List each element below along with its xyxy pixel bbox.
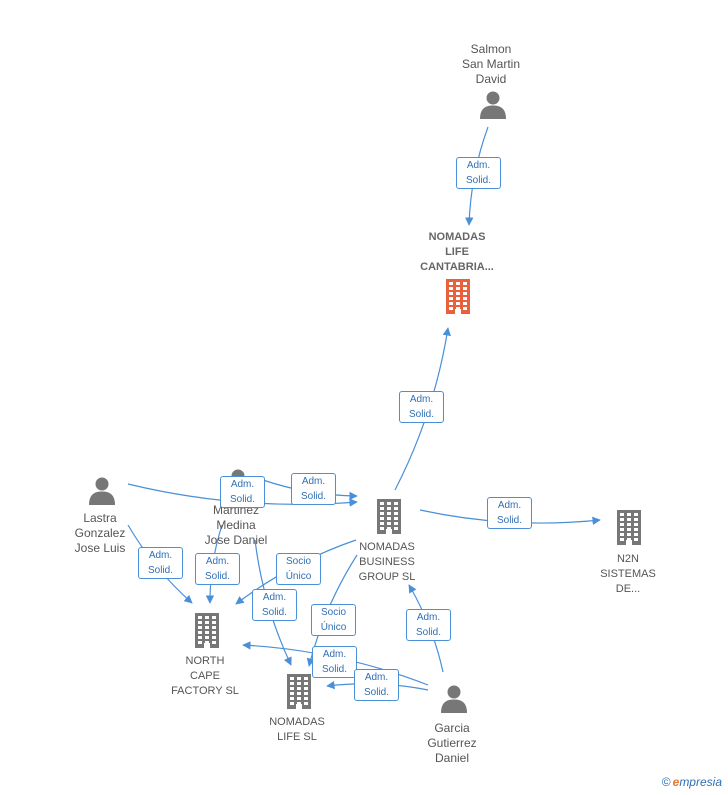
node-label-line: CANTABRIA... <box>420 261 494 273</box>
building-icon[interactable] <box>284 673 314 714</box>
edge-label: Adm. Solid. <box>406 609 451 641</box>
person-icon[interactable] <box>87 475 117 510</box>
edge-label-line: Único <box>320 622 347 633</box>
person-icon[interactable] <box>478 89 508 124</box>
edge-label: Adm. Solid. <box>487 497 532 529</box>
edge-label-line: Solid. <box>261 607 287 618</box>
edge-label-line: Solid. <box>408 409 434 420</box>
edge-label: Adm. Solid. <box>195 553 240 585</box>
node-label-line: LIFE <box>445 246 469 258</box>
node-label-line: Gonzalez <box>74 526 126 540</box>
node-label-line: Daniel <box>434 751 470 765</box>
node-label-line: San Martin <box>461 57 521 71</box>
node-label-line: Lastra <box>83 511 117 525</box>
company-name[interactable]: NOMADAS BUSINESS GROUP SL <box>359 540 416 585</box>
node-label-line: NOMADAS <box>428 231 486 243</box>
company-name[interactable]: NOMADAS LIFE SL <box>269 715 325 745</box>
building-icon[interactable] <box>192 612 222 653</box>
node-label-line: David <box>475 72 507 86</box>
edge-label-line: Adm. <box>205 556 230 567</box>
brand-initial: e <box>672 775 680 789</box>
node-label-line: GROUP SL <box>358 571 416 583</box>
company-name[interactable]: N2N SISTEMAS DE... <box>600 552 656 597</box>
edge-label-line: Adm. <box>364 672 389 683</box>
edge-label: Adm. Solid. <box>220 476 265 508</box>
node-label-line: NORTH <box>185 655 225 667</box>
footer-brand: ©empresia <box>662 775 722 789</box>
node-label-line: Jose Daniel <box>204 533 268 547</box>
edge-label-line: Único <box>285 571 312 582</box>
node-label-line: DE... <box>615 583 641 595</box>
edge-label: Adm. Solid. <box>138 547 183 579</box>
edge-label-line: Solid. <box>496 515 522 526</box>
node-label-line: SISTEMAS <box>600 568 656 580</box>
brand-name: mpresia <box>679 775 722 789</box>
edge-label-line: Solid. <box>204 571 230 582</box>
node-label-line: FACTORY SL <box>171 685 239 697</box>
building-icon[interactable] <box>614 509 644 550</box>
edge-label: Adm. Solid. <box>291 473 336 505</box>
edge-label-line: Solid. <box>465 175 491 186</box>
building-icon[interactable] <box>443 278 473 319</box>
edge-label-line: Adm. <box>466 160 491 171</box>
person-icon[interactable] <box>439 683 469 718</box>
copyright-icon: © <box>661 775 671 789</box>
edge-label: Adm. Solid. <box>312 646 357 678</box>
company-name[interactable]: NORTH CAPE FACTORY SL <box>171 654 239 699</box>
edge-label-line: Solid. <box>229 494 255 505</box>
node-label-line: Garcia <box>434 721 470 735</box>
node-label-line: Salmon <box>470 42 512 56</box>
edge-label: Adm. Solid. <box>456 157 501 189</box>
edge-label: Adm. Solid. <box>354 669 399 701</box>
edge-label-line: Solid. <box>363 687 389 698</box>
edge-lines <box>127 126 601 691</box>
edge-label-line: Adm. <box>322 649 347 660</box>
node-label-line: N2N <box>616 553 639 565</box>
edge-label-line: Adm. <box>230 479 255 490</box>
edge-label-line: Adm. <box>409 394 434 405</box>
edge-label: Adm. Solid. <box>399 391 444 423</box>
node-label-line: Jose Luis <box>74 541 126 555</box>
company-name[interactable]: NOMADAS LIFE CANTABRIA... <box>420 230 494 275</box>
edge-label-line: Solid. <box>300 491 326 502</box>
node-label-line: CAPE <box>190 670 220 682</box>
building-icon[interactable] <box>374 498 404 539</box>
edge-label-line: Solid. <box>415 627 441 638</box>
edge-label-line: Solid. <box>147 565 173 576</box>
edge-label-line: Adm. <box>416 612 441 623</box>
edge-label-line: Adm. <box>148 550 173 561</box>
node-label-line: Gutierrez <box>427 736 477 750</box>
edge-label-line: Socio <box>285 556 311 567</box>
edge-label-line: Solid. <box>321 664 347 675</box>
node-label-line: NOMADAS <box>359 541 415 553</box>
edge-label: Adm. Solid. <box>252 589 297 621</box>
edge-label-line: Adm. <box>497 500 522 511</box>
node-label-line: NOMADAS <box>269 716 325 728</box>
edge-label-line: Adm. <box>262 592 287 603</box>
edge-label-line: Adm. <box>301 476 326 487</box>
edge-label-line: Socio <box>320 607 346 618</box>
node-label-line: Medina <box>216 518 256 532</box>
node-label-line: LIFE SL <box>277 731 317 743</box>
node-label-line: BUSINESS <box>359 556 415 568</box>
